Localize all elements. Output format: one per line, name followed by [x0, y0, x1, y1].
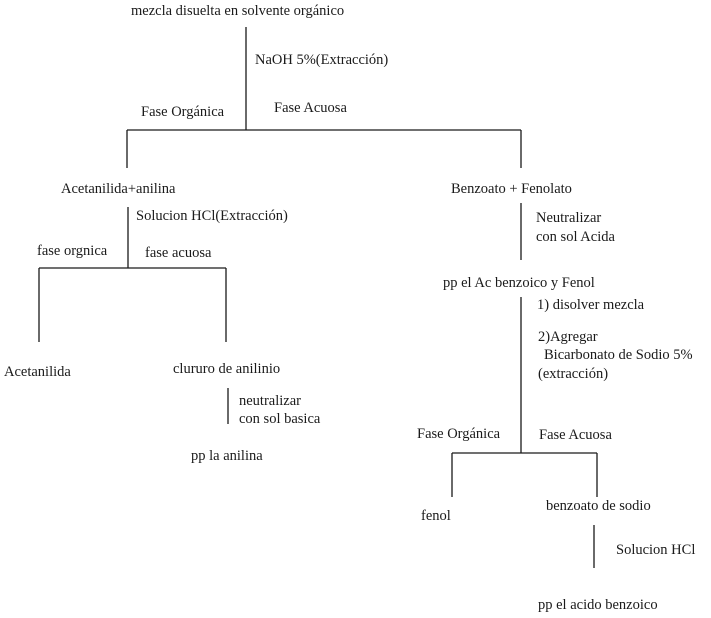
node-acetanilida-anilina: Acetanilida+anilina [61, 181, 176, 197]
step-neutralizar-basica-line2: con sol basica [239, 411, 321, 427]
node-cloruro-anilinio: clururo de anilinio [173, 361, 281, 377]
step-agregar-line1: 2)Agregar [538, 329, 598, 345]
split3-organic-phase: Fase Orgánica [417, 426, 501, 442]
step-solucion-hcl: Solucion HCl [616, 542, 696, 558]
node-acetanilida: Acetanilida [4, 364, 71, 380]
step-neutralizar-acida-line2: con sol Acida [536, 229, 615, 245]
node-fenol: fenol [421, 508, 451, 524]
split2-aqueous-phase: fase acuosa [145, 245, 212, 261]
root-node: mezcla disuelta en solvente orgánico [131, 3, 345, 19]
node-pp-acido-benzoico: pp el acido benzoico [538, 597, 658, 613]
step-naoh-extraction: NaOH 5%(Extracción) [255, 52, 389, 68]
split1-aqueous-phase: Fase Acuosa [274, 100, 347, 116]
step-agregar-line3: (extracción) [538, 366, 609, 382]
node-benzoato-fenolato: Benzoato + Fenolato [451, 181, 572, 197]
step-agregar-line2: Bicarbonato de Sodio 5% [544, 347, 693, 363]
step-neutralizar-acida-line1: Neutralizar [536, 210, 602, 226]
step-hcl-extraction: Solucion HCl(Extracción) [136, 208, 288, 224]
split2-organic-phase: fase orgnica [37, 243, 108, 259]
step-neutralizar-basica-line1: neutralizar [239, 393, 301, 409]
split1-organic-phase: Fase Orgánica [141, 104, 225, 120]
node-benzoato-sodio: benzoato de sodio [546, 498, 651, 514]
split3-aqueous-phase: Fase Acuosa [539, 427, 612, 443]
node-pp-anilina: pp la anilina [191, 448, 263, 464]
step-disolver-mezcla: 1) disolver mezcla [537, 297, 645, 313]
node-pp-benzoico-fenol: pp el Ac benzoico y Fenol [443, 275, 595, 291]
